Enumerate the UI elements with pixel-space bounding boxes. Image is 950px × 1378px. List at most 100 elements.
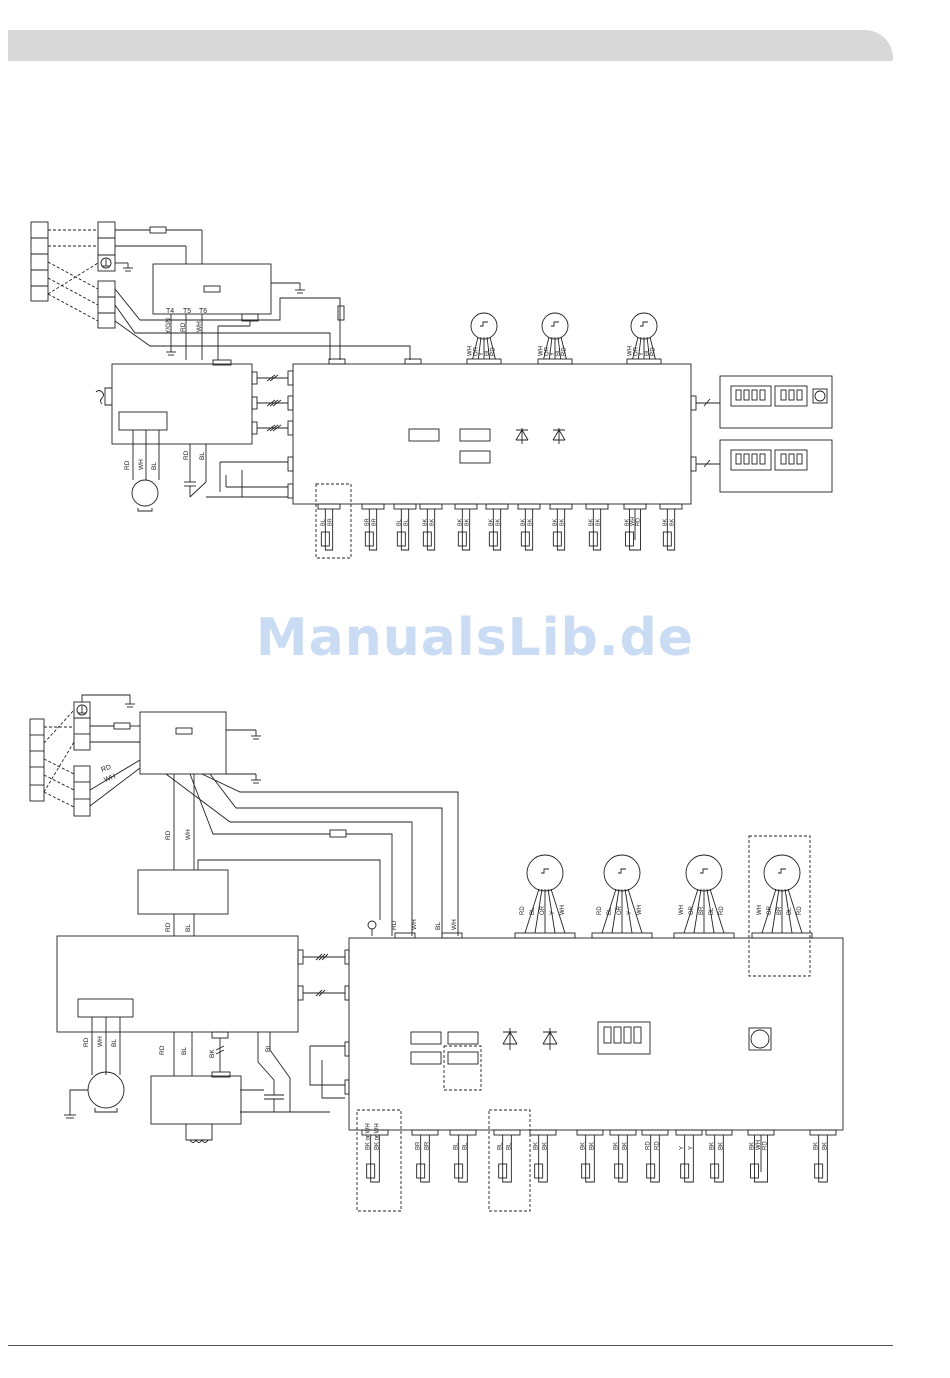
filter-board [152,263,305,360]
wire-label: WH [196,321,203,332]
wire-label: RD [646,1141,652,1150]
wire-label: BK [552,518,558,526]
wire-label: BR [372,518,378,526]
wire-label: Y [550,911,556,915]
wire-label: WH [103,773,116,784]
wire-label: RD [650,347,656,356]
wire-label: BK [710,1142,716,1150]
wire-label: BL [709,907,715,915]
wire-label: BL [185,924,192,932]
footer-rule [8,1345,893,1346]
display-board-top [719,375,833,429]
wire-label: WH [630,517,636,526]
label-t6: T6 [199,308,207,315]
wire-label: Y [680,1146,686,1150]
wire-label: BL [265,1044,272,1052]
wire-label: OR [544,346,550,356]
wire-label: BL [181,1047,188,1055]
wire-label: RD [636,518,642,526]
main-control-board-2 [344,932,844,1131]
wire-label: BR [424,1141,430,1150]
wire-label: RD [597,906,603,915]
wire-label: Y [639,352,645,356]
wire-label: BL [396,519,402,526]
wire-label: BL [199,452,206,460]
wire-label: OR [633,346,639,356]
wire-label: RD [391,920,398,930]
outdoor-control-board [95,359,288,445]
terminal-block-middle [97,221,116,329]
wire-label: RD [83,1037,90,1047]
wire-label: BK [488,518,494,526]
wire-label: Y [627,911,633,915]
optional-heater-box-2 [356,1109,402,1212]
wire-label: BK [560,518,566,526]
main-control-board [287,358,720,505]
wire-label: BK [625,518,631,526]
wire-label: RD [797,906,803,915]
label-t4: T4 [166,308,174,315]
wire-label: WH [637,905,643,915]
wire-label: RD [490,347,496,356]
wire-label: BK [465,518,471,526]
terminal-block-left [30,221,49,302]
wire-label: BK [622,1142,628,1150]
wire-label: OR [617,905,623,915]
wiring-diagram-1: T4 T5 T6 Y/GN RD WH RD WH BL RD [30,221,833,559]
wire-label: WH [679,905,685,915]
wire-label: WH [756,1140,762,1150]
wire-label: BK [542,1142,548,1150]
wire-label: BK [457,518,463,526]
wire-label: BK [750,1142,756,1150]
wire-label: BL [787,907,793,915]
wire-label: RD [165,922,172,932]
wire-label: Y [479,352,485,356]
wire-label: Y [550,352,556,356]
dashed-connections-2 [43,709,75,808]
wire-label: BK [430,518,436,526]
wire-label: RD [654,1141,660,1150]
wire-label: WH [411,919,418,930]
header-bar [8,30,893,61]
wire-label: BK [534,1142,540,1150]
wire-label: RD [165,830,172,840]
routing-wires-2 [165,773,459,936]
wire-label: RD [520,906,526,915]
wire-label: BK [496,518,502,526]
wire-label: BK or WH [366,1123,372,1150]
wire-label: WH [451,919,458,930]
wire-label: BR [699,906,705,915]
wire-label: BR [777,906,783,915]
wire-label: RD [124,460,131,470]
wire-label: WH [539,346,545,356]
ground-symbol [115,262,133,272]
wire-label: BL [506,1142,512,1150]
wire-label: BR [364,518,370,526]
wire-label: RD [159,1045,166,1055]
pfc-module [150,1031,345,1143]
wire-label: RD [719,906,725,915]
wire-label: BR [416,1141,422,1150]
wire-label: BK [520,518,526,526]
